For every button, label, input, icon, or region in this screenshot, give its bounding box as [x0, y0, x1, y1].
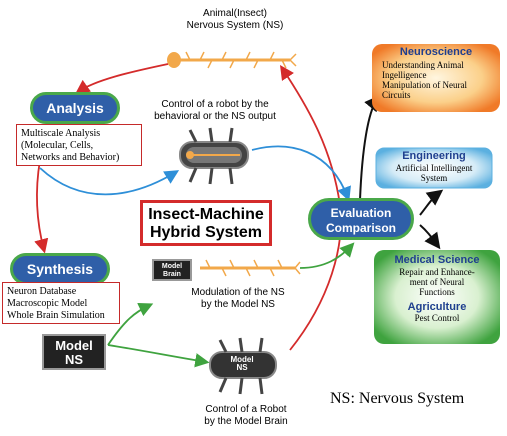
analysis-pill: Analysis: [30, 92, 120, 124]
neuroscience-body: Understanding Animal Ingelligence Manipu…: [382, 60, 467, 100]
analysis-box: Multiscale Analysis (Molecular, Cells, N…: [16, 124, 142, 166]
model-brain-chip: Model Brain: [152, 259, 192, 281]
robot-control-label: Control of a robot by the behavioral or …: [154, 99, 276, 122]
modulation-label: Modulation of the NS by the Model NS: [191, 287, 285, 310]
engineering-title: Engineering: [402, 150, 466, 162]
engineering-body: Artificial Intellingent System: [395, 163, 473, 183]
neuroscience-card: Neuroscience Understanding Animal Ingell…: [372, 46, 500, 112]
green-arrows: [107, 242, 355, 368]
robot-model-label: Model NS: [230, 355, 254, 372]
robot-model-icon: [209, 337, 277, 395]
engineering-card-bg: [375, 147, 493, 189]
legend-text: NS: Nervous System: [330, 390, 465, 407]
agriculture-body: Pest Control: [414, 313, 460, 323]
medical-card-bg: [374, 250, 500, 344]
agriculture-title: Agriculture: [407, 301, 467, 313]
medical-card: Medical Science Repair and Enhance- ment…: [374, 254, 500, 344]
medical-body: Repair and Enhance- ment of Neural Funct…: [399, 267, 475, 297]
synthesis-pill: Synthesis: [10, 253, 110, 285]
robot-model-control-label: Control of a Robot by the Model Brain: [204, 404, 288, 427]
blue-arrows: [39, 145, 351, 202]
neuron-top-icon: [167, 51, 297, 69]
neuroscience-card-bg: [372, 44, 500, 112]
model-ns-chip: Model NS: [42, 334, 106, 370]
evaluation-pill: Evaluation Comparison: [308, 198, 414, 240]
engineering-card: Engineering Artificial Intellingent Syst…: [376, 150, 492, 188]
medical-title: Medical Science: [394, 254, 480, 266]
synthesis-box: Neuron Database Macroscopic Model Whole …: [2, 282, 120, 324]
neuroscience-title: Neuroscience: [399, 46, 473, 58]
red-arrows: [34, 63, 342, 351]
neuron-middle-icon: [200, 259, 301, 277]
robot-insect-icon: [179, 127, 249, 185]
hybrid-system-box: Insect-Machine Hybrid System: [140, 200, 272, 246]
ns-top-label: Animal(Insect) Nervous System (NS): [186, 8, 284, 31]
